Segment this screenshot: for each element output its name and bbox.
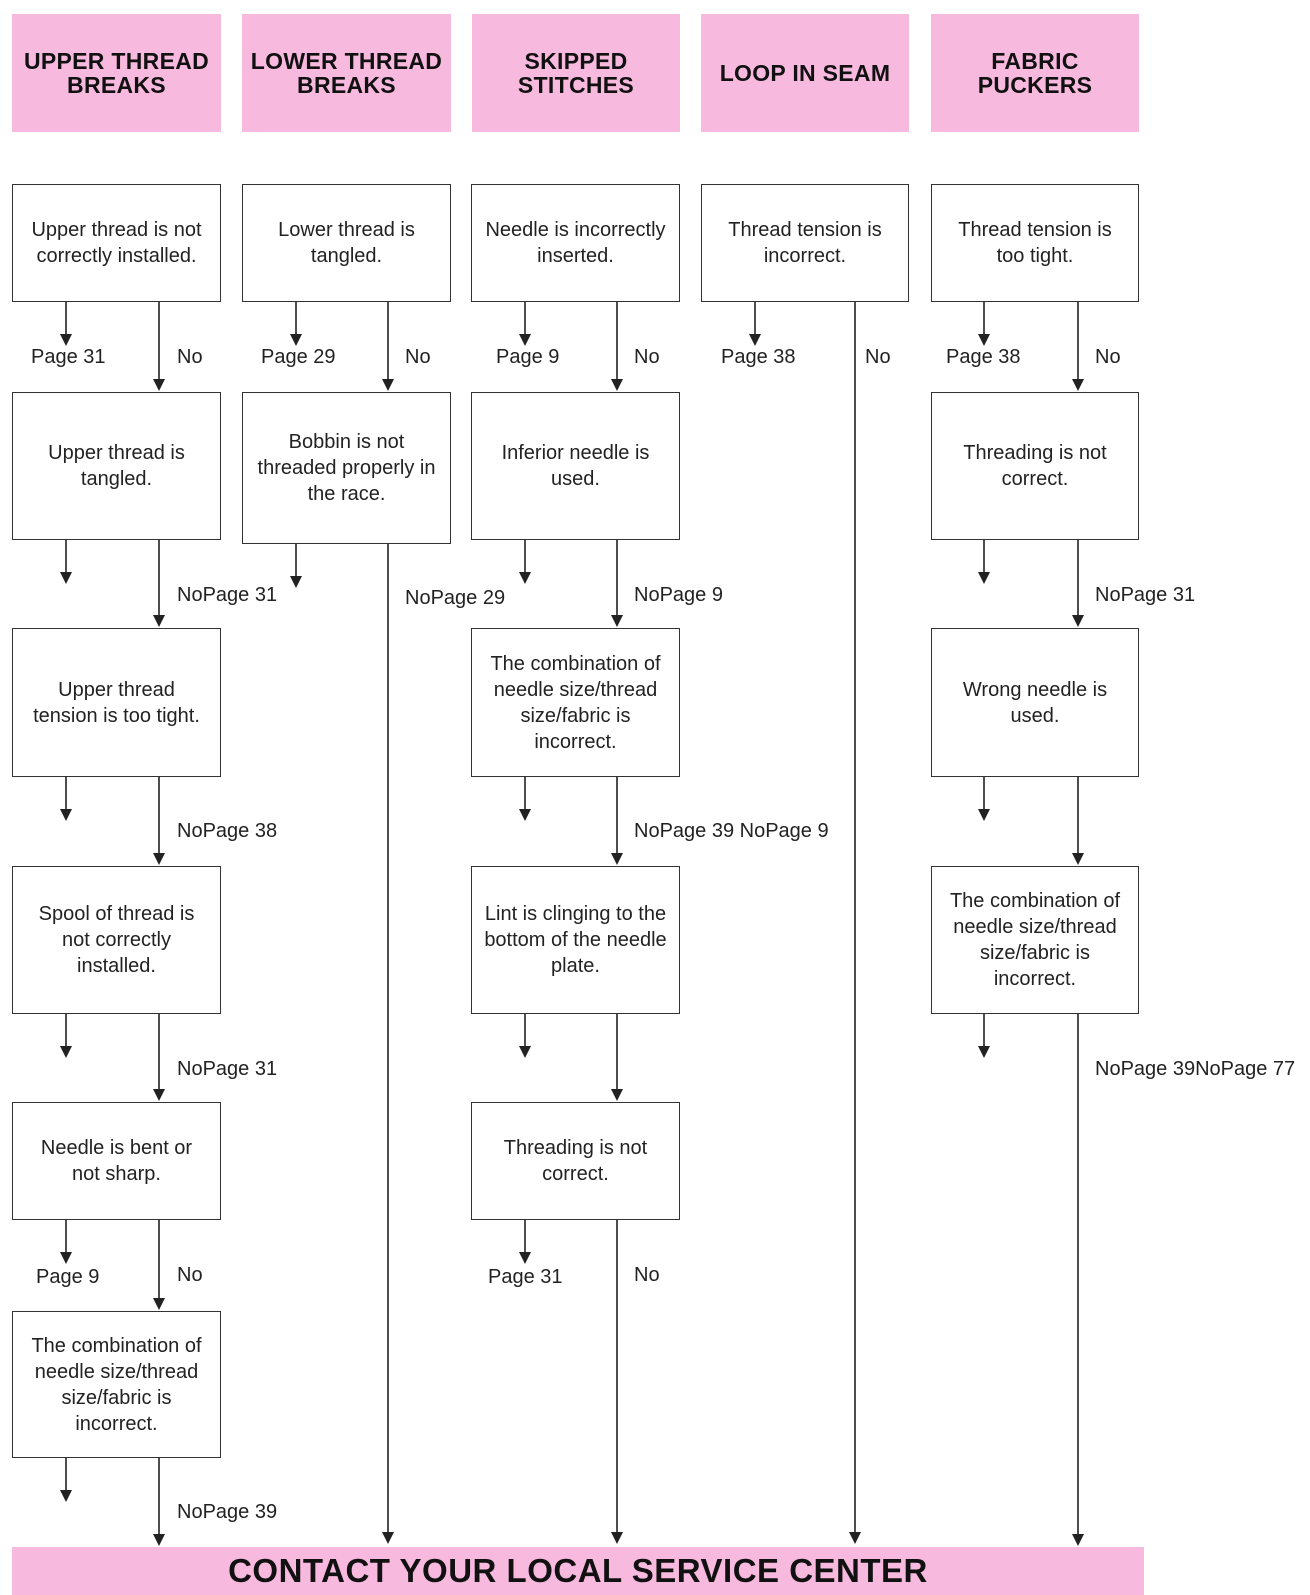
arrowhead (611, 1532, 623, 1544)
label-no-page-38: NoPage 38 (177, 820, 278, 842)
box-upper-thread-not-installed: Upper thread is not correctly installed. (12, 184, 221, 302)
label-no: No (177, 346, 203, 368)
arrowhead (978, 809, 990, 821)
arrowhead (290, 334, 302, 346)
label-page-29: Page 29 (261, 346, 336, 368)
box-lower-thread-tangled: Lower thread is tangled. (242, 184, 451, 302)
box-lint-clinging: Lint is clinging to the bottom of the ne… (471, 866, 680, 1014)
label-no: No (865, 346, 891, 368)
label-no-page-29: NoPage 29 (405, 587, 506, 609)
label-page-38: Page 38 (721, 346, 796, 368)
box-combination-incorrect-c0: The combination of needle size/thread si… (12, 1311, 221, 1458)
arrowhead (153, 1534, 165, 1546)
arrowhead (382, 1532, 394, 1544)
arrowhead (60, 1046, 72, 1058)
arrowhead (978, 334, 990, 346)
label-no-page-31: NoPage 31 (1095, 584, 1196, 606)
box-upper-thread-tangled: Upper thread is tangled. (12, 392, 221, 540)
label-no-page-31: NoPage 31 (177, 584, 278, 606)
box-spool-not-installed: Spool of thread is not correctly install… (12, 866, 221, 1014)
box-inferior-needle: Inferior needle is used. (471, 392, 680, 540)
label-no-page-39: NoPage 39 (177, 1501, 278, 1523)
label-no-page-9: NoPage 9 (634, 584, 723, 606)
arrowhead (749, 334, 761, 346)
box-thread-tension-incorrect: Thread tension is incorrect. (701, 184, 909, 302)
box-combination-incorrect-c2: The combination of needle size/thread si… (471, 628, 680, 777)
header-loop-in-seam: LOOP IN SEAM (701, 14, 909, 132)
arrowhead (519, 1252, 531, 1264)
arrowhead (611, 1089, 623, 1101)
label-page-38: Page 38 (946, 346, 1021, 368)
label-no-page-39-no-page-77: NoPage 39NoPage 77 (1095, 1058, 1296, 1080)
contact-service-center-banner: CONTACT YOUR LOCAL SERVICE CENTER (12, 1547, 1144, 1595)
label-no-page-39-no-page-9: NoPage 39 NoPage 9 (634, 820, 829, 842)
arrowhead (611, 379, 623, 391)
arrowhead (60, 1252, 72, 1264)
arrowhead (519, 809, 531, 821)
arrowhead (153, 1298, 165, 1310)
arrowhead (1072, 615, 1084, 627)
header-fabric-puckers: FABRIC PUCKERS (931, 14, 1139, 132)
arrowhead (153, 853, 165, 865)
arrowhead (1072, 853, 1084, 865)
arrowhead (978, 572, 990, 584)
label-no: No (405, 346, 431, 368)
arrowhead (60, 334, 72, 346)
label-no: No (634, 1264, 660, 1286)
header-skipped-stitches: SKIPPED STITCHES (472, 14, 680, 132)
arrowhead (382, 379, 394, 391)
arrowhead (849, 1532, 861, 1544)
arrowhead (519, 334, 531, 346)
arrowhead (611, 615, 623, 627)
label-no: No (177, 1264, 203, 1286)
label-no-page-31: NoPage 31 (177, 1058, 278, 1080)
label-page-31: Page 31 (488, 1266, 563, 1288)
box-wrong-needle: Wrong needle is used. (931, 628, 1139, 777)
header-lower-thread-breaks: LOWER THREAD BREAKS (242, 14, 451, 132)
label-page-9: Page 9 (496, 346, 560, 368)
label-no: No (634, 346, 660, 368)
label-page-9: Page 9 (36, 1266, 100, 1288)
label-no: No (1095, 346, 1121, 368)
box-bobbin-not-threaded: Bobbin is not threaded properly in the r… (242, 392, 451, 544)
arrowhead (153, 1089, 165, 1101)
arrowhead (60, 809, 72, 821)
arrowhead (60, 572, 72, 584)
arrowhead (153, 379, 165, 391)
box-combination-incorrect-c4: The combination of needle size/thread si… (931, 866, 1139, 1014)
box-threading-not-correct-c2: Threading is not correct. (471, 1102, 680, 1220)
arrowhead (153, 615, 165, 627)
arrowhead (519, 1046, 531, 1058)
arrowhead (1072, 1534, 1084, 1546)
arrowhead (290, 576, 302, 588)
arrowhead (611, 853, 623, 865)
header-upper-thread-breaks: UPPER THREAD BREAKS (12, 14, 221, 132)
box-needle-bent: Needle is bent or not sharp. (12, 1102, 221, 1220)
arrowhead (60, 1490, 72, 1502)
box-thread-tension-too-tight: Thread tension is too tight. (931, 184, 1139, 302)
box-threading-not-correct-c4: Threading is not correct. (931, 392, 1139, 540)
box-upper-tension-tight: Upper thread tension is too tight. (12, 628, 221, 777)
arrowhead (978, 1046, 990, 1058)
box-needle-incorrectly-inserted: Needle is incorrectly inserted. (471, 184, 680, 302)
arrowhead (519, 572, 531, 584)
label-page-31: Page 31 (31, 346, 106, 368)
arrowhead (1072, 379, 1084, 391)
